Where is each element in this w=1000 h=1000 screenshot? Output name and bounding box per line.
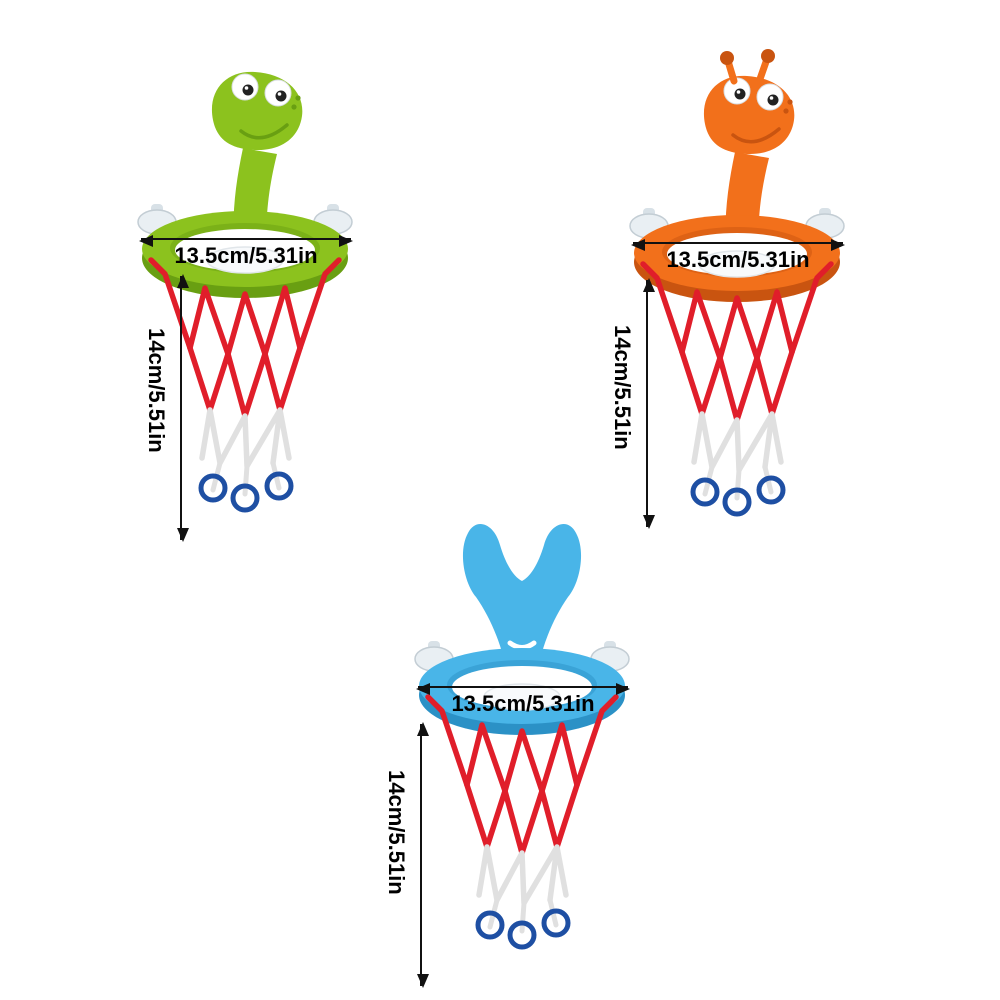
- orange-height-dimension-arrow: [643, 278, 656, 529]
- blue-height-dimension-label: 14cm/5.51in: [384, 770, 409, 895]
- orange-height-dimension-label: 14cm/5.51in: [610, 325, 635, 450]
- orange-width-dimension-label: 13.5cm/5.31in: [666, 247, 810, 272]
- green-height-dimension-label: 14cm/5.51in: [144, 328, 169, 453]
- orange-giraffe-toy-group: [587, 12, 887, 552]
- blue-width-dimension-label: 13.5cm/5.31in: [451, 691, 595, 716]
- green-height-dimension-arrow: [177, 274, 190, 542]
- blue-height-dimension-arrow: [417, 722, 430, 988]
- orange-giraffe-hoop-illustration: [587, 49, 887, 552]
- orange-giraffe-horns: [720, 49, 775, 85]
- green-dinosaur-toy-group: [95, 8, 395, 548]
- green-width-dimension-label: 13.5cm/5.31in: [174, 243, 318, 268]
- blue-width-dimension-arrow: [416, 683, 630, 696]
- green-width-dimension-arrow: [139, 235, 353, 248]
- green-dinosaur-hoop-illustration: [95, 70, 395, 548]
- orange-width-dimension-arrow: [631, 239, 845, 252]
